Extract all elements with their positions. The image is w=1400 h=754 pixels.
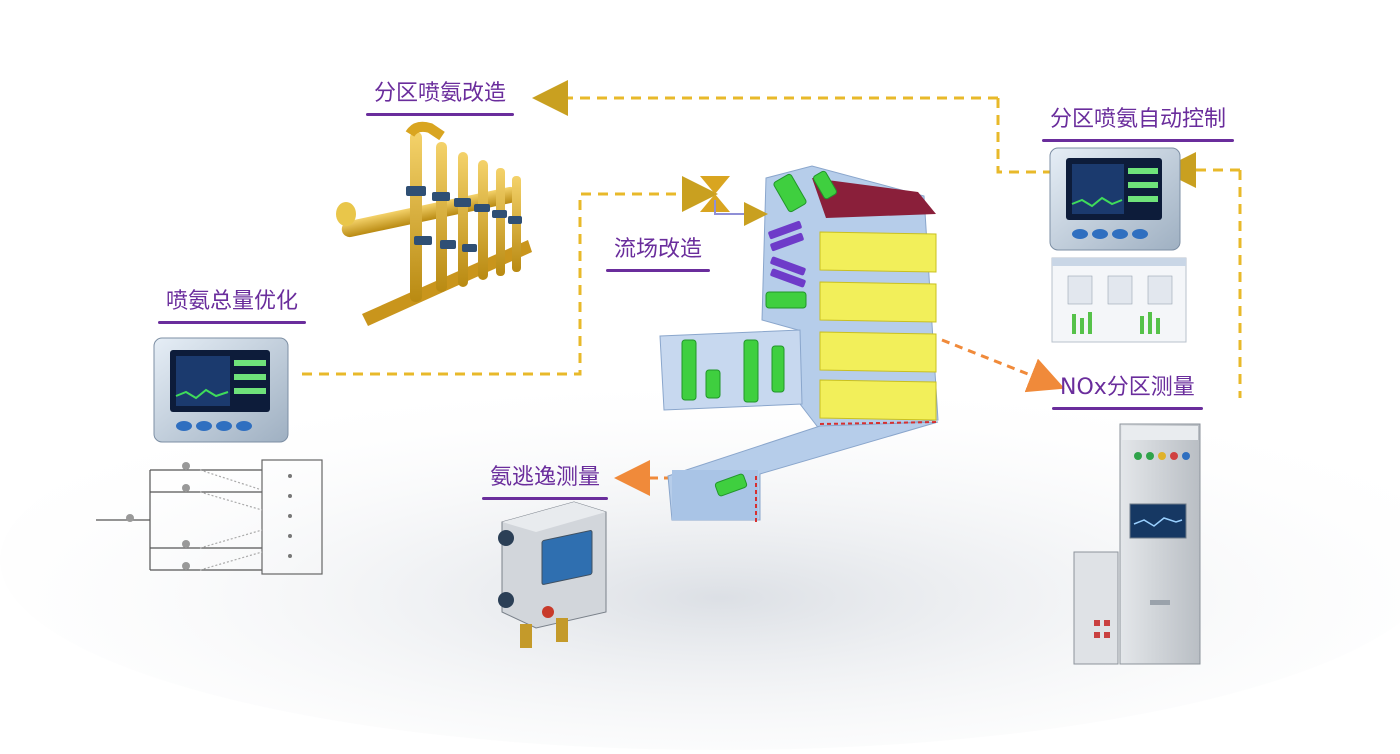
label-flow-field-retrofit-text: 流场改造 bbox=[614, 237, 703, 262]
flow-valve-icon bbox=[700, 176, 768, 226]
catalyst-layers bbox=[819, 231, 937, 421]
hmi-control-screen bbox=[1051, 257, 1187, 343]
dashed-control-lines bbox=[302, 80, 1242, 398]
label-ammonia-slip-measurement-text: 氨逃逸测量 bbox=[490, 465, 601, 490]
left-valve-schematic bbox=[96, 459, 323, 575]
label-total-ammonia-optimization-text: 喷氨总量优化 bbox=[166, 289, 299, 314]
label-zone-injection-retrofit: 分区喷氨改造 bbox=[366, 80, 515, 116]
indicator-lights bbox=[1134, 452, 1190, 460]
label-flow-field-retrofit: 流场改造 bbox=[606, 236, 711, 272]
guide-vanes-green bbox=[681, 170, 837, 497]
label-total-ammonia-optimization: 喷氨总量优化 bbox=[158, 288, 307, 324]
measurement-arrows bbox=[614, 338, 1065, 496]
label-nox-zone-measurement-text: NOx分区测量 bbox=[1060, 375, 1195, 400]
label-underline bbox=[366, 113, 515, 116]
ammonia-slip-analyzer bbox=[498, 501, 607, 648]
label-underline bbox=[482, 497, 609, 500]
zone-control-meter bbox=[1049, 147, 1181, 251]
ammonia-injection-grid bbox=[336, 121, 532, 326]
label-zone-injection-auto-control-text: 分区喷氨自动控制 bbox=[1050, 107, 1227, 132]
label-zone-injection-auto-control: 分区喷氨自动控制 bbox=[1042, 106, 1235, 142]
label-zone-injection-retrofit-text: 分区喷氨改造 bbox=[374, 81, 507, 106]
scr-reactor bbox=[659, 165, 939, 522]
nox-analyzer-cabinet bbox=[1073, 423, 1201, 665]
label-underline bbox=[158, 321, 307, 324]
label-ammonia-slip-measurement: 氨逃逸测量 bbox=[482, 464, 609, 500]
reactor-roof bbox=[812, 178, 936, 218]
label-underline bbox=[606, 269, 711, 272]
label-underline bbox=[1052, 407, 1203, 410]
left-analyzer-meter bbox=[153, 337, 289, 443]
label-nox-zone-measurement: NOx分区测量 bbox=[1052, 374, 1203, 410]
guide-vanes-purple bbox=[768, 220, 806, 288]
label-underline bbox=[1042, 139, 1235, 142]
floor-shadow bbox=[0, 370, 1400, 750]
